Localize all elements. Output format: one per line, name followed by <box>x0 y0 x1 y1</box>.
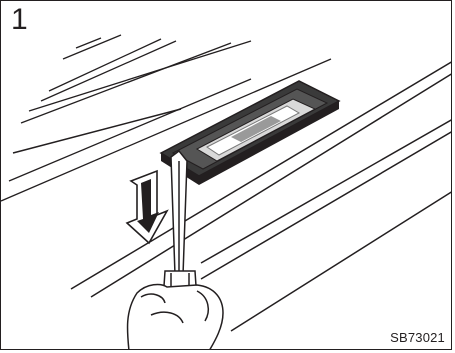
license-plate-lamp <box>161 81 339 185</box>
push-down-arrow-icon <box>127 171 167 243</box>
lamp-removal-illustration <box>1 1 452 350</box>
step-number: 1 <box>11 5 28 35</box>
figure-code: SB73021 <box>390 330 445 345</box>
hand-icon <box>127 285 223 350</box>
